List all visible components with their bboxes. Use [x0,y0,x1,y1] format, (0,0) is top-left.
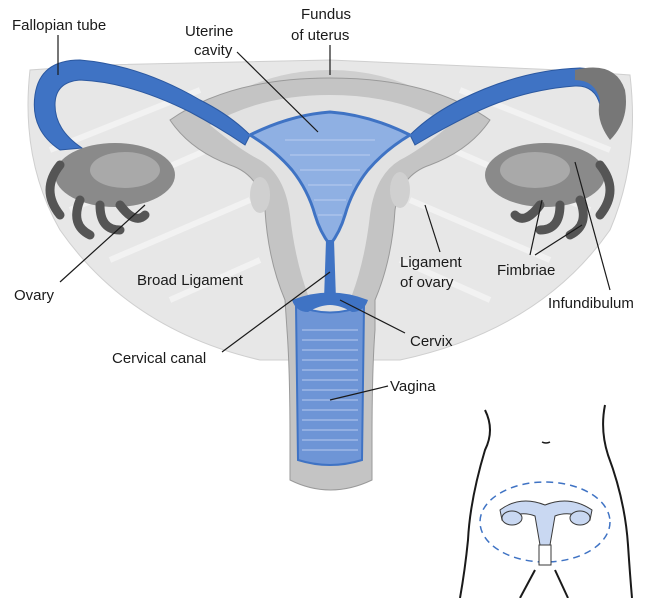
ovarian-ligament-right [390,172,410,208]
torso-right-outline [603,405,632,598]
label-ovary: Ovary [14,287,55,304]
label-broad-ligament: Broad Ligament [137,272,244,289]
label-fundus-1: Fundus [301,6,351,23]
ovarian-ligament-left [250,177,270,213]
label-vagina: Vagina [390,378,436,395]
torso-inset [460,405,632,598]
label-ligament-ovary-1: Ligament [400,254,463,271]
label-infundibulum: Infundibulum [548,295,634,312]
label-fallopian-tube: Fallopian tube [12,17,106,34]
label-cervical-canal: Cervical canal [112,350,206,367]
label-uterine-cavity-1: Uterine [185,23,233,40]
torso-left-outline [460,410,490,598]
label-cervix: Cervix [410,333,453,350]
leg-left [520,570,535,598]
label-fundus-2: of uterus [291,27,349,44]
vagina [296,305,364,465]
label-ligament-ovary-2: of ovary [400,274,454,291]
inset-organs [500,501,592,565]
leg-right [555,570,568,598]
cervical-canal [324,240,336,300]
label-uterine-cavity-2: cavity [194,42,233,59]
label-fimbriae: Fimbriae [497,262,555,279]
navel [542,442,550,443]
